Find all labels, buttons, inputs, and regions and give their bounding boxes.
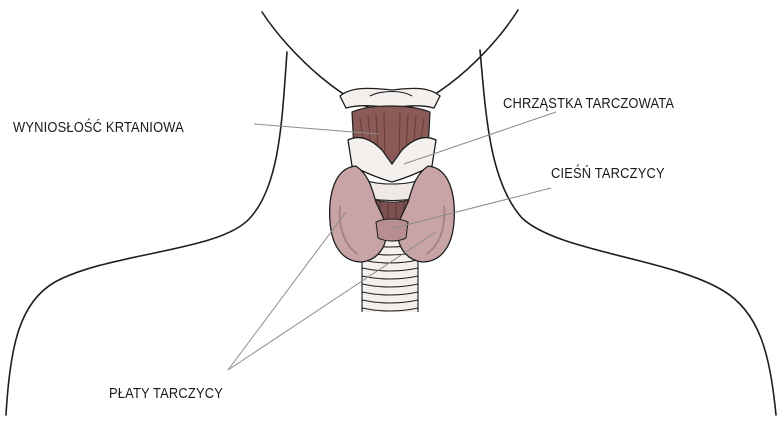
leader-lobes-left: [228, 212, 346, 370]
left-lobe: [330, 166, 387, 262]
left-neck-outline: [6, 52, 287, 415]
label-lobes: PŁATY TARCZYCY: [109, 386, 223, 401]
label-isthmus: CIEŚŃ TARCZYCY: [551, 166, 665, 181]
label-thyroid-cartilage: CHRZĄSTKA TARCZOWATA: [503, 96, 674, 111]
right-lobe: [398, 166, 455, 262]
label-laryngeal-prominence: WYNIOSŁOŚĆ KRTANIOWA: [13, 120, 184, 135]
isthmus: [376, 219, 408, 241]
